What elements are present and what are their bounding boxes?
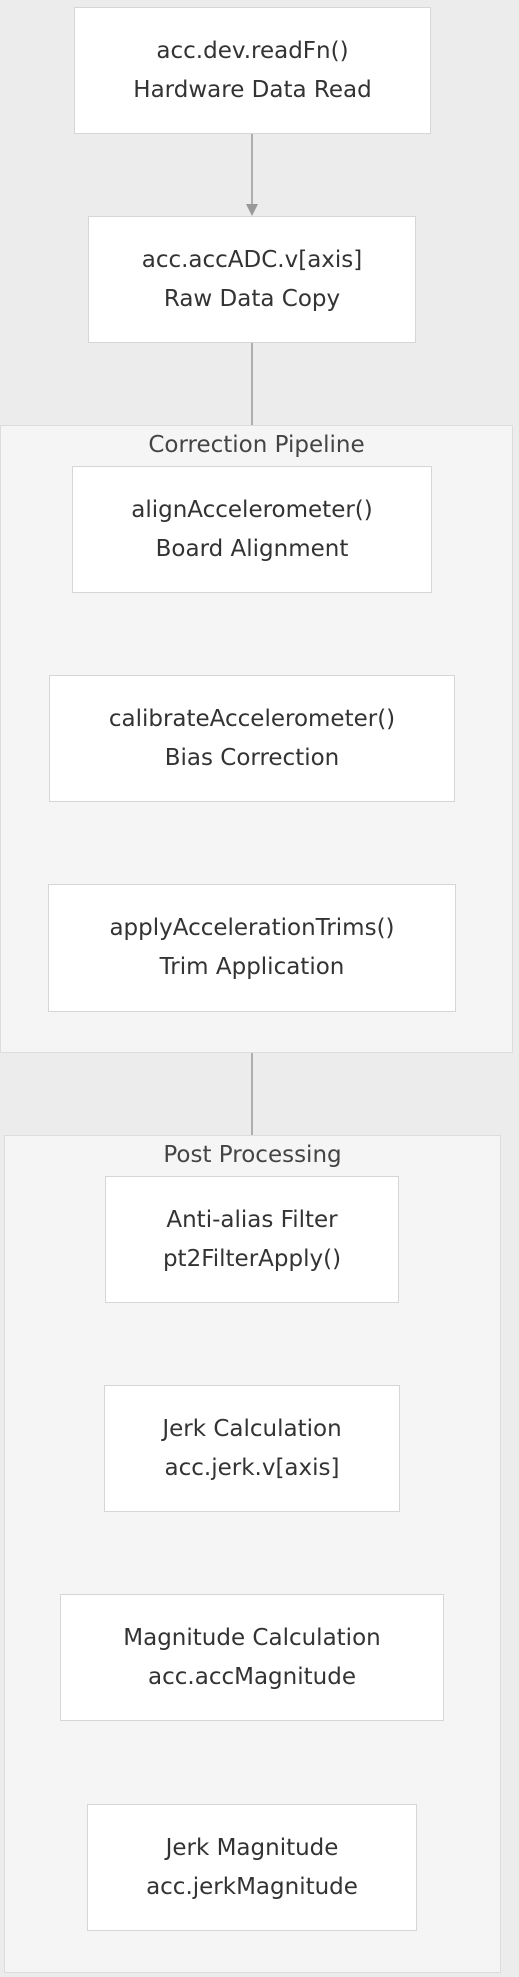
node-line-1: acc.accADC.v[axis] [141, 246, 363, 273]
node-line-2: Trim Application [159, 954, 345, 980]
node-hardware-data-read[interactable]: acc.dev.readFn() Hardware Data Read [74, 7, 431, 134]
cluster-title-post-processing: Post Processing [163, 1142, 342, 1168]
node-line-1: applyAccelerationTrims() [109, 915, 395, 941]
node-line-2: Hardware Data Read [133, 76, 372, 103]
node-jerk-magnitude[interactable]: Jerk Magnitude acc.jerkMagnitude [87, 1804, 417, 1931]
node-raw-data-copy[interactable]: acc.accADC.v[axis] Raw Data Copy [88, 216, 416, 343]
node-line-2: pt2FilterApply() [162, 1245, 342, 1272]
node-line-1: acc.dev.readFn() [156, 37, 349, 64]
node-line-2: acc.accMagnitude [148, 1663, 356, 1690]
node-magnitude-calculation[interactable]: Magnitude Calculation acc.accMagnitude [60, 1594, 444, 1721]
node-line-2: Raw Data Copy [163, 285, 341, 312]
node-bias-correction[interactable]: calibrateAccelerometer() Bias Correction [49, 675, 455, 802]
edge-read-to-copy [246, 134, 258, 216]
node-line-1: Jerk Calculation [162, 1415, 342, 1442]
node-line-1: calibrateAccelerometer() [108, 705, 396, 732]
node-board-alignment[interactable]: alignAccelerometer() Board Alignment [72, 466, 432, 593]
node-line-1: Jerk Magnitude [165, 1834, 339, 1861]
node-line-1: Magnitude Calculation [123, 1624, 381, 1651]
node-line-1: Anti-alias Filter [166, 1206, 338, 1233]
cluster-title-correction-pipeline: Correction Pipeline [148, 432, 365, 458]
node-line-2: acc.jerkMagnitude [146, 1873, 358, 1900]
node-jerk-calculation[interactable]: Jerk Calculation acc.jerk.v[axis] [104, 1385, 400, 1512]
node-line-1: alignAccelerometer() [131, 496, 373, 523]
node-anti-alias-filter[interactable]: Anti-alias Filter pt2FilterApply() [105, 1176, 399, 1303]
node-line-2: Bias Correction [164, 744, 340, 771]
node-line-2: acc.jerk.v[axis] [164, 1454, 340, 1481]
node-line-2: Board Alignment [155, 535, 349, 562]
arrowhead-icon [246, 204, 258, 216]
node-trim-application[interactable]: applyAccelerationTrims() Trim Applicatio… [48, 884, 456, 1012]
